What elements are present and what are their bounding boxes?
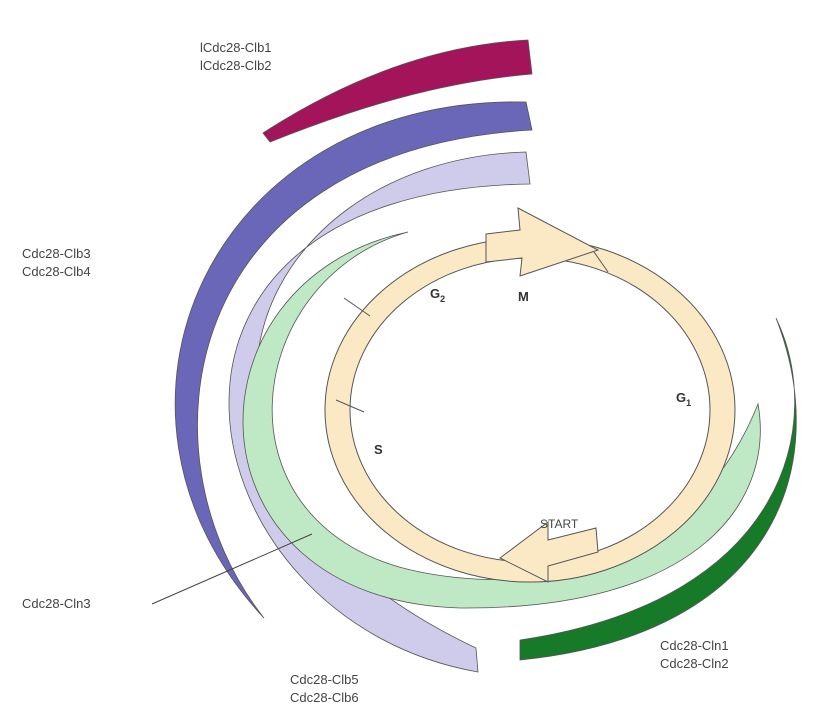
label-clb3: Cdc28-Clb3 <box>22 246 91 261</box>
cln1-cln2-band <box>519 317 797 661</box>
clb1-clb2-band <box>262 39 533 143</box>
phase-s-label: S <box>374 442 383 457</box>
cln3-band <box>242 231 761 609</box>
label-cln1: Cdc28-Cln1 <box>660 638 729 653</box>
phase-g1-label: G1 <box>676 390 691 408</box>
g1-divider <box>593 251 609 273</box>
g2-divider <box>343 297 371 317</box>
start-arrow <box>499 521 599 583</box>
label-clb4: Cdc28-Clb4 <box>22 264 91 279</box>
s-divider <box>335 399 365 413</box>
cln3-leader-line <box>151 533 313 605</box>
m-phase-arrow <box>485 207 600 277</box>
label-cln2: Cdc28-Cln2 <box>660 656 729 671</box>
label-clb5: Cdc28-Clb5 <box>290 672 359 687</box>
cell-cycle-ring <box>324 237 736 583</box>
phase-g2-label: G2 <box>430 286 445 304</box>
label-clb1: lCdc28-Clb1 <box>200 40 272 55</box>
phase-m-label: M <box>518 289 529 304</box>
label-clb2: lCdc28-Clb2 <box>200 58 272 73</box>
start-label: START <box>540 517 579 531</box>
clb3-clb4-band <box>174 101 533 619</box>
label-clb6: Cdc28-Clb6 <box>290 690 359 705</box>
label-cln3: Cdc28-Cln3 <box>22 596 91 611</box>
